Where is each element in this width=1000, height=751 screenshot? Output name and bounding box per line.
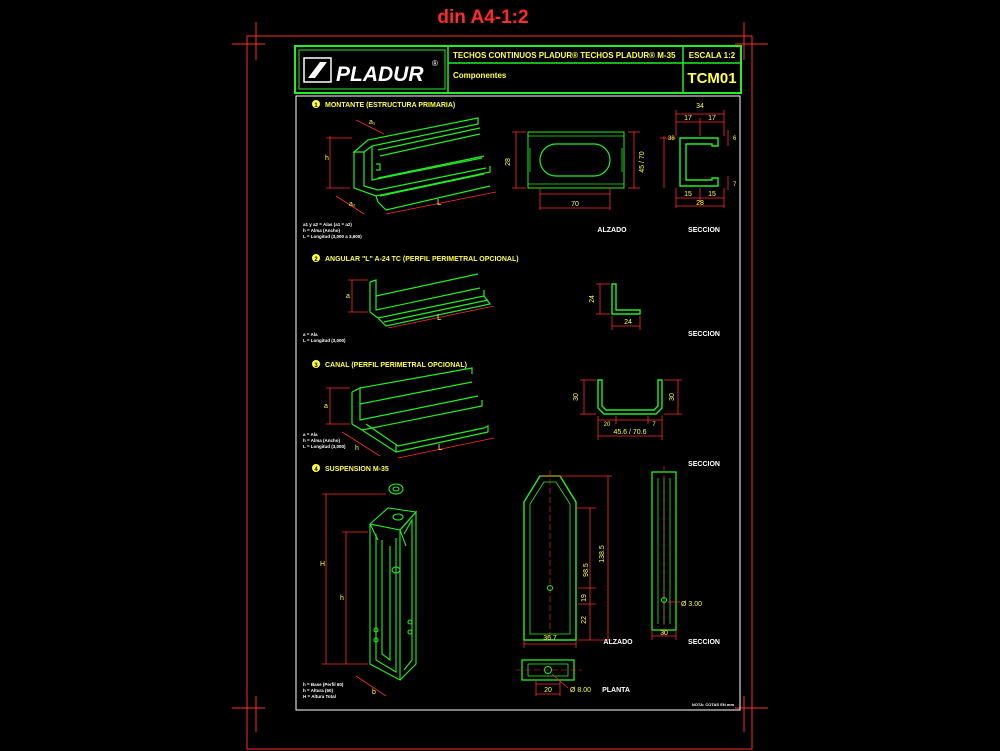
angular-label-a: a bbox=[346, 293, 350, 300]
section-2-title: ANGULAR "L" A-24 TC (PERFIL PERIMETRAL O… bbox=[325, 256, 519, 263]
suspension-dim-d2: 22 bbox=[581, 616, 588, 624]
sect-dim-top: 34 bbox=[696, 103, 704, 110]
sect-dim-r1: 6 bbox=[733, 136, 737, 142]
suspension-label-H: H bbox=[320, 561, 325, 568]
svg-text:a = Ala: a = Ala bbox=[303, 432, 318, 437]
montante-notes: a1 y a2 = Alas (a1 = a2) h = Alma (Ancho… bbox=[303, 222, 362, 239]
canal-dim-b1: 20 bbox=[604, 422, 611, 428]
montante-seccion-label: SECCION bbox=[688, 227, 720, 234]
svg-text:L = Longitud (3,000 a 3,600): L = Longitud (3,000 a 3,600) bbox=[303, 234, 362, 239]
suspension-isometric bbox=[368, 483, 418, 681]
sect-dim-t2: 17 bbox=[708, 115, 716, 122]
angular-isometric bbox=[369, 273, 492, 327]
suspension-plan: 20 Ø 8.00 PLANTA bbox=[516, 659, 630, 696]
montante-elev-right: 45 / 70 bbox=[639, 151, 646, 173]
inner-frame bbox=[295, 95, 741, 711]
sect-dim-b2: 15 bbox=[708, 191, 716, 198]
montante-isometric bbox=[352, 117, 491, 211]
suspension-side-base: 30 bbox=[660, 630, 668, 637]
svg-text:L = Longitud (3,000): L = Longitud (3,000) bbox=[303, 444, 346, 449]
suspension-alzado-label: ALZADO bbox=[603, 639, 633, 646]
montante-elev-width: 70 bbox=[571, 201, 579, 208]
suspension-dim-total: 138.5 bbox=[599, 545, 606, 563]
footer-note: NOTA: COTAS EN mm bbox=[692, 702, 735, 707]
suspension-seccion-label: SECCION bbox=[688, 639, 720, 646]
section-3-title: CANAL (PERFIL PERIMETRAL OPCIONAL) bbox=[325, 362, 467, 369]
pladur-logo: PLADUR ® bbox=[303, 57, 438, 86]
angular-dim-v: 24 bbox=[589, 295, 596, 303]
header-scale: ESCALA 1:2 bbox=[689, 51, 736, 60]
header-title: TECHOS CONTINUOS PLADUR® TECHOS PLADUR® … bbox=[453, 51, 676, 60]
canal-label-a: a bbox=[324, 403, 328, 410]
svg-text:h = Alma (Ancho): h = Alma (Ancho) bbox=[303, 438, 340, 443]
suspension-label-b: b bbox=[372, 689, 376, 696]
section-3-canal: 3 CANAL (PERFIL PERIMETRAL OPCIONAL) a h… bbox=[303, 360, 720, 468]
montante-section: 34 17 17 15 15 28 6 7 38 SECCION bbox=[660, 103, 737, 234]
montante-label-h: h bbox=[325, 155, 329, 162]
suspension-label-h: h bbox=[340, 595, 344, 602]
montante-elevation: 28 70 45 / 70 ALZADO bbox=[505, 131, 646, 234]
section-3-num: 3 bbox=[314, 363, 318, 369]
section-1-num: 1 bbox=[314, 103, 318, 109]
sheet-title: din A4-1:2 bbox=[437, 7, 528, 28]
logo-text: PLADUR bbox=[336, 63, 424, 86]
svg-text:L = Longitud (3,000): L = Longitud (3,000) bbox=[303, 338, 346, 343]
svg-text:a = Ala: a = Ala bbox=[303, 332, 318, 337]
canal-seccion-label: SECCION bbox=[688, 461, 720, 468]
canal-notes: a = Ala h = Alma (Ancho) L = Longitud (3… bbox=[303, 432, 346, 449]
canal-dim-left: 30 bbox=[573, 393, 580, 401]
montante-alzado-label: ALZADO bbox=[597, 227, 627, 234]
svg-text:H = Altura Total: H = Altura Total bbox=[303, 694, 336, 699]
svg-text:h = Base (Perfil 60): h = Base (Perfil 60) bbox=[303, 682, 344, 687]
canal-isometric bbox=[351, 367, 489, 453]
svg-text:a1 y a2 = Alas (a1 = a2): a1 y a2 = Alas (a1 = a2) bbox=[303, 222, 352, 227]
suspension-plan-hole: Ø 8.00 bbox=[570, 687, 591, 694]
suspension-dim-d1: 19 bbox=[581, 594, 588, 602]
suspension-side: Ø 3.00 30 SECCION bbox=[651, 466, 720, 646]
title-block: PLADUR ® TECHOS CONTINUOS PLADUR® TECHOS… bbox=[294, 45, 742, 94]
canal-dim-right: 30 bbox=[669, 393, 676, 401]
sect-dim-b1: 15 bbox=[684, 191, 692, 198]
canal-dim-bottom: 45.6 / 70.6 bbox=[613, 429, 646, 436]
section-4-num: 4 bbox=[314, 467, 318, 473]
canal-label-h: h bbox=[355, 445, 359, 452]
angular-dim-h: 24 bbox=[624, 319, 632, 326]
suspension-elevation: 138.5 98.5 19 22 36.7 ALZADO bbox=[523, 470, 633, 648]
sect-dim-t1: 17 bbox=[684, 115, 692, 122]
montante-label-a2: a₂ bbox=[349, 201, 356, 208]
outer-frame bbox=[232, 22, 768, 750]
canal-section: 30 30 20 7 45.6 / 70.6 SECCION bbox=[573, 379, 720, 468]
suspension-notes: h = Base (Perfil 60) h = Altura (60) H =… bbox=[303, 682, 344, 699]
header-subtitle: Componentes bbox=[453, 71, 507, 80]
section-2-angular: 2 ANGULAR "L" A-24 TC (PERFIL PERIMETRAL… bbox=[303, 254, 720, 343]
canal-dim-b2: 7 bbox=[652, 422, 656, 428]
angular-section: 24 24 SECCION bbox=[589, 283, 720, 338]
angular-label-l: L bbox=[437, 313, 442, 322]
montante-label-l: L bbox=[437, 198, 442, 207]
montante-label-a1: a₁ bbox=[369, 119, 376, 126]
canal-label-l: L bbox=[438, 443, 443, 452]
montante-elev-height: 28 bbox=[505, 158, 512, 166]
suspension-planta-label: PLANTA bbox=[602, 687, 630, 694]
angular-seccion-label: SECCION bbox=[688, 331, 720, 338]
logo-reg: ® bbox=[432, 59, 438, 68]
angular-notes: a = Ala L = Longitud (3,000) bbox=[303, 332, 346, 343]
suspension-dim-base: 36.7 bbox=[543, 635, 557, 642]
sect-dim-r2: 7 bbox=[733, 182, 737, 188]
sect-dim-bottom: 28 bbox=[696, 200, 704, 207]
section-2-num: 2 bbox=[314, 257, 318, 263]
section-1-title: MONTANTE (ESTRUCTURA PRIMARIA) bbox=[325, 102, 455, 109]
suspension-dim-mid: 98.5 bbox=[583, 563, 590, 577]
suspension-side-hole: Ø 3.00 bbox=[681, 601, 702, 608]
svg-text:h = Alma (Ancho): h = Alma (Ancho) bbox=[303, 228, 340, 233]
header-code: TCM01 bbox=[687, 70, 736, 87]
suspension-plan-w: 20 bbox=[544, 687, 552, 694]
section-1-montante: 1 MONTANTE (ESTRUCTURA PRIMARIA) h a₁ a₂… bbox=[303, 100, 737, 239]
sect-dim-l1: 38 bbox=[668, 136, 675, 142]
section-4-suspension: 4 SUSPENSION M-35 H h b bbox=[303, 464, 720, 699]
svg-text:h = Altura (60): h = Altura (60) bbox=[303, 688, 333, 693]
section-4-title: SUSPENSION M-35 bbox=[325, 466, 389, 473]
